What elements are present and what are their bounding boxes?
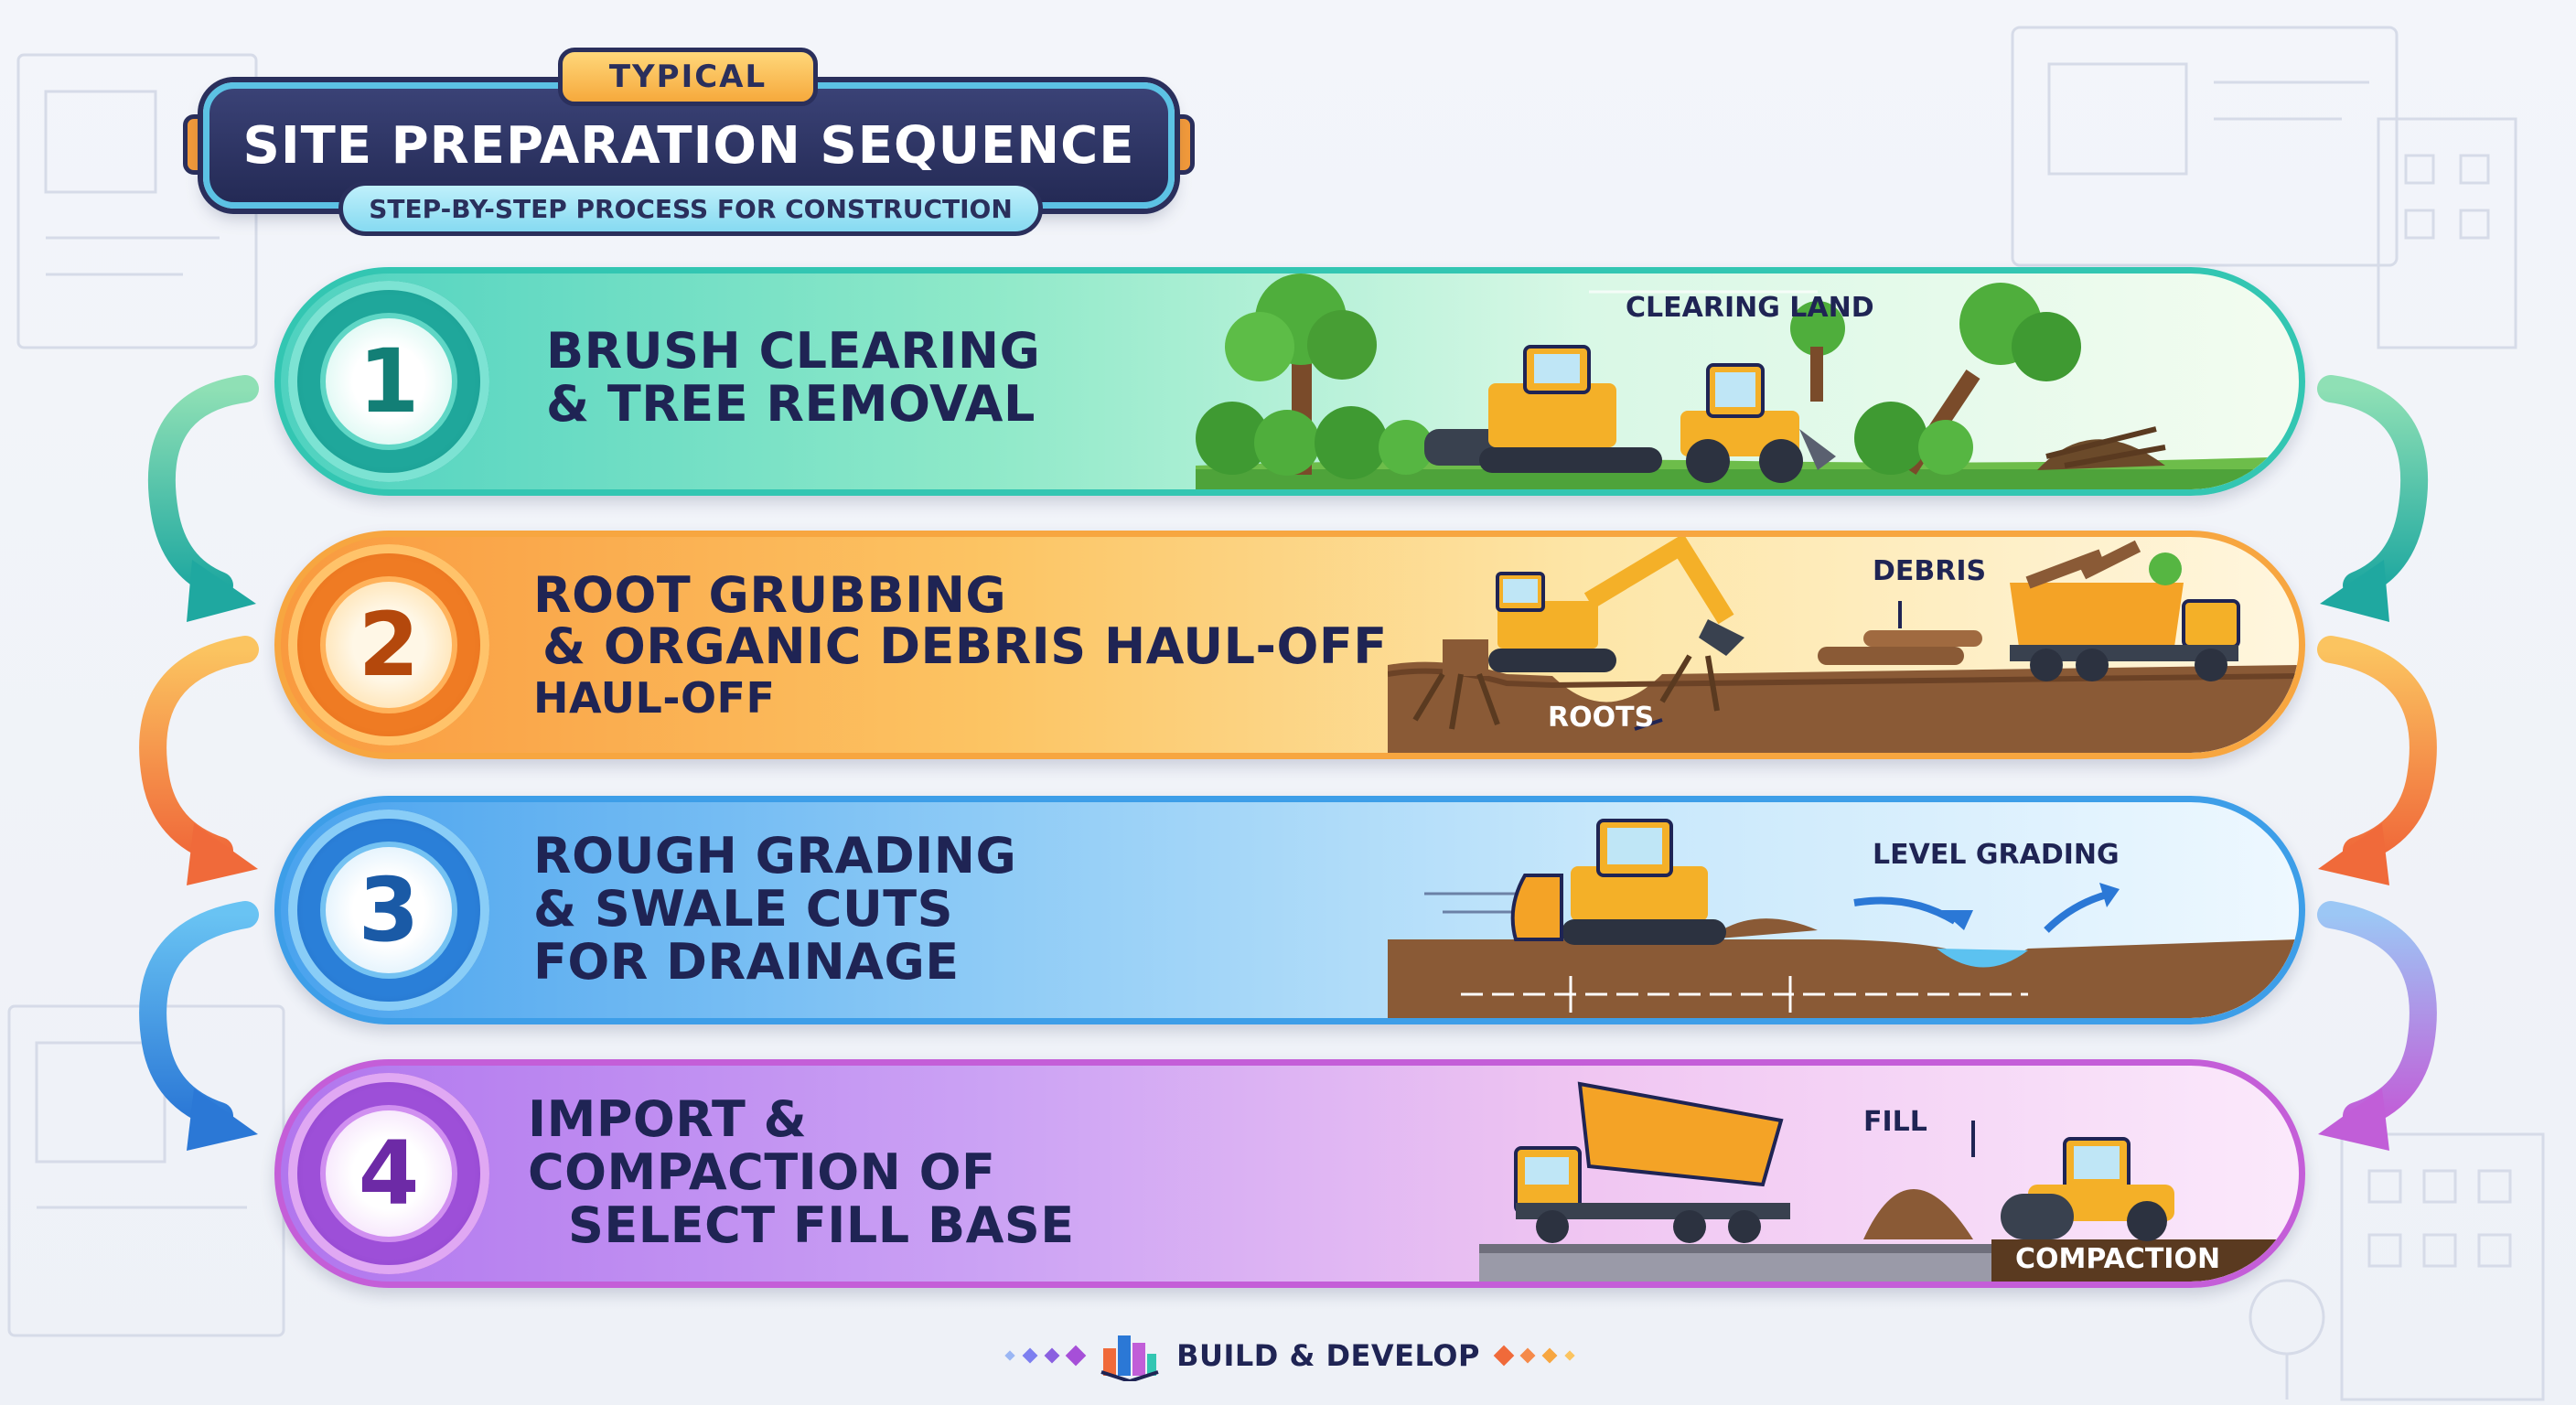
step-title: IMPORT & COMPACTION OF SELECT FILL BASE: [528, 1093, 1075, 1252]
step-title-line: IMPORT &: [528, 1090, 808, 1148]
step-number: 2: [320, 576, 457, 713]
header-kicker: TYPICAL: [558, 48, 818, 106]
grading-scene-illustration: [1388, 802, 2299, 1018]
step-title: ROUGH GRADING & SWALE CUTS FOR DRAINAGE: [533, 830, 1016, 989]
footer-dots-right: [1493, 1345, 1575, 1367]
buildings-logo-icon: [1100, 1335, 1159, 1381]
page-subtitle: STEP-BY-STEP PROCESS FOR CONSTRUCTION: [338, 181, 1043, 236]
grubbing-scene-illustration: [1388, 537, 2299, 753]
footer: BUILD & DEVELOP: [979, 1328, 1601, 1383]
step-title-line: ROOT GRUBBING: [533, 566, 1007, 624]
footer-dots-left: [1004, 1345, 1087, 1367]
scene-label: CLEARING LAND: [1626, 292, 1874, 324]
scene-label: FILL: [1863, 1106, 1927, 1138]
scene-label: LEVEL GRADING: [1873, 839, 2120, 871]
step-title-line: & SWALE CUTS: [533, 880, 954, 938]
step-number-badge: 1: [288, 281, 489, 482]
step-title: BRUSH CLEARING & TREE REMOVAL: [546, 325, 1040, 431]
step-title-line: & ORGANIC DEBRIS HAUL-OFF: [542, 617, 1388, 675]
step-number-badge: 4: [288, 1073, 489, 1274]
brand-name: BUILD & DEVELOP: [1176, 1338, 1480, 1373]
step-title-line: FOR DRAINAGE: [533, 933, 960, 991]
step-card-3: 3 ROUGH GRADING & SWALE CUTS FOR DRAINAG…: [274, 796, 2305, 1024]
step-title: ROOT GRUBBING & ORGANIC DEBRIS HAUL-OFF …: [533, 570, 1388, 724]
clearing-scene-illustration: [1196, 273, 2299, 489]
step-title-line: & TREE REMOVAL: [546, 375, 1036, 433]
step-title-line: SELECT FILL BASE: [568, 1196, 1075, 1254]
step-number-badge: 2: [288, 544, 489, 745]
scene-label: ROOTS: [1548, 702, 1655, 734]
step-number-badge: 3: [288, 810, 489, 1011]
step-number: 4: [320, 1105, 457, 1242]
step-number: 3: [320, 842, 457, 979]
step-card-2: 2 ROOT GRUBBING & ORGANIC DEBRIS HAUL-OF…: [274, 531, 2305, 759]
step-card-1: 1 BRUSH CLEARING & TREE REMOVAL: [274, 267, 2305, 496]
step-title-line: ROUGH GRADING: [533, 827, 1017, 885]
step-title-line: HAUL-OFF: [533, 673, 776, 723]
scene-label: DEBRIS: [1873, 555, 1987, 587]
step-title-line: COMPACTION OF: [528, 1143, 996, 1201]
scene-label: COMPACTION: [2015, 1243, 2221, 1275]
step-title-line: BRUSH CLEARING: [546, 322, 1041, 380]
step-number: 1: [320, 313, 457, 450]
step-card-4: 4 IMPORT & COMPACTION OF SELECT FILL BAS…: [274, 1059, 2305, 1288]
